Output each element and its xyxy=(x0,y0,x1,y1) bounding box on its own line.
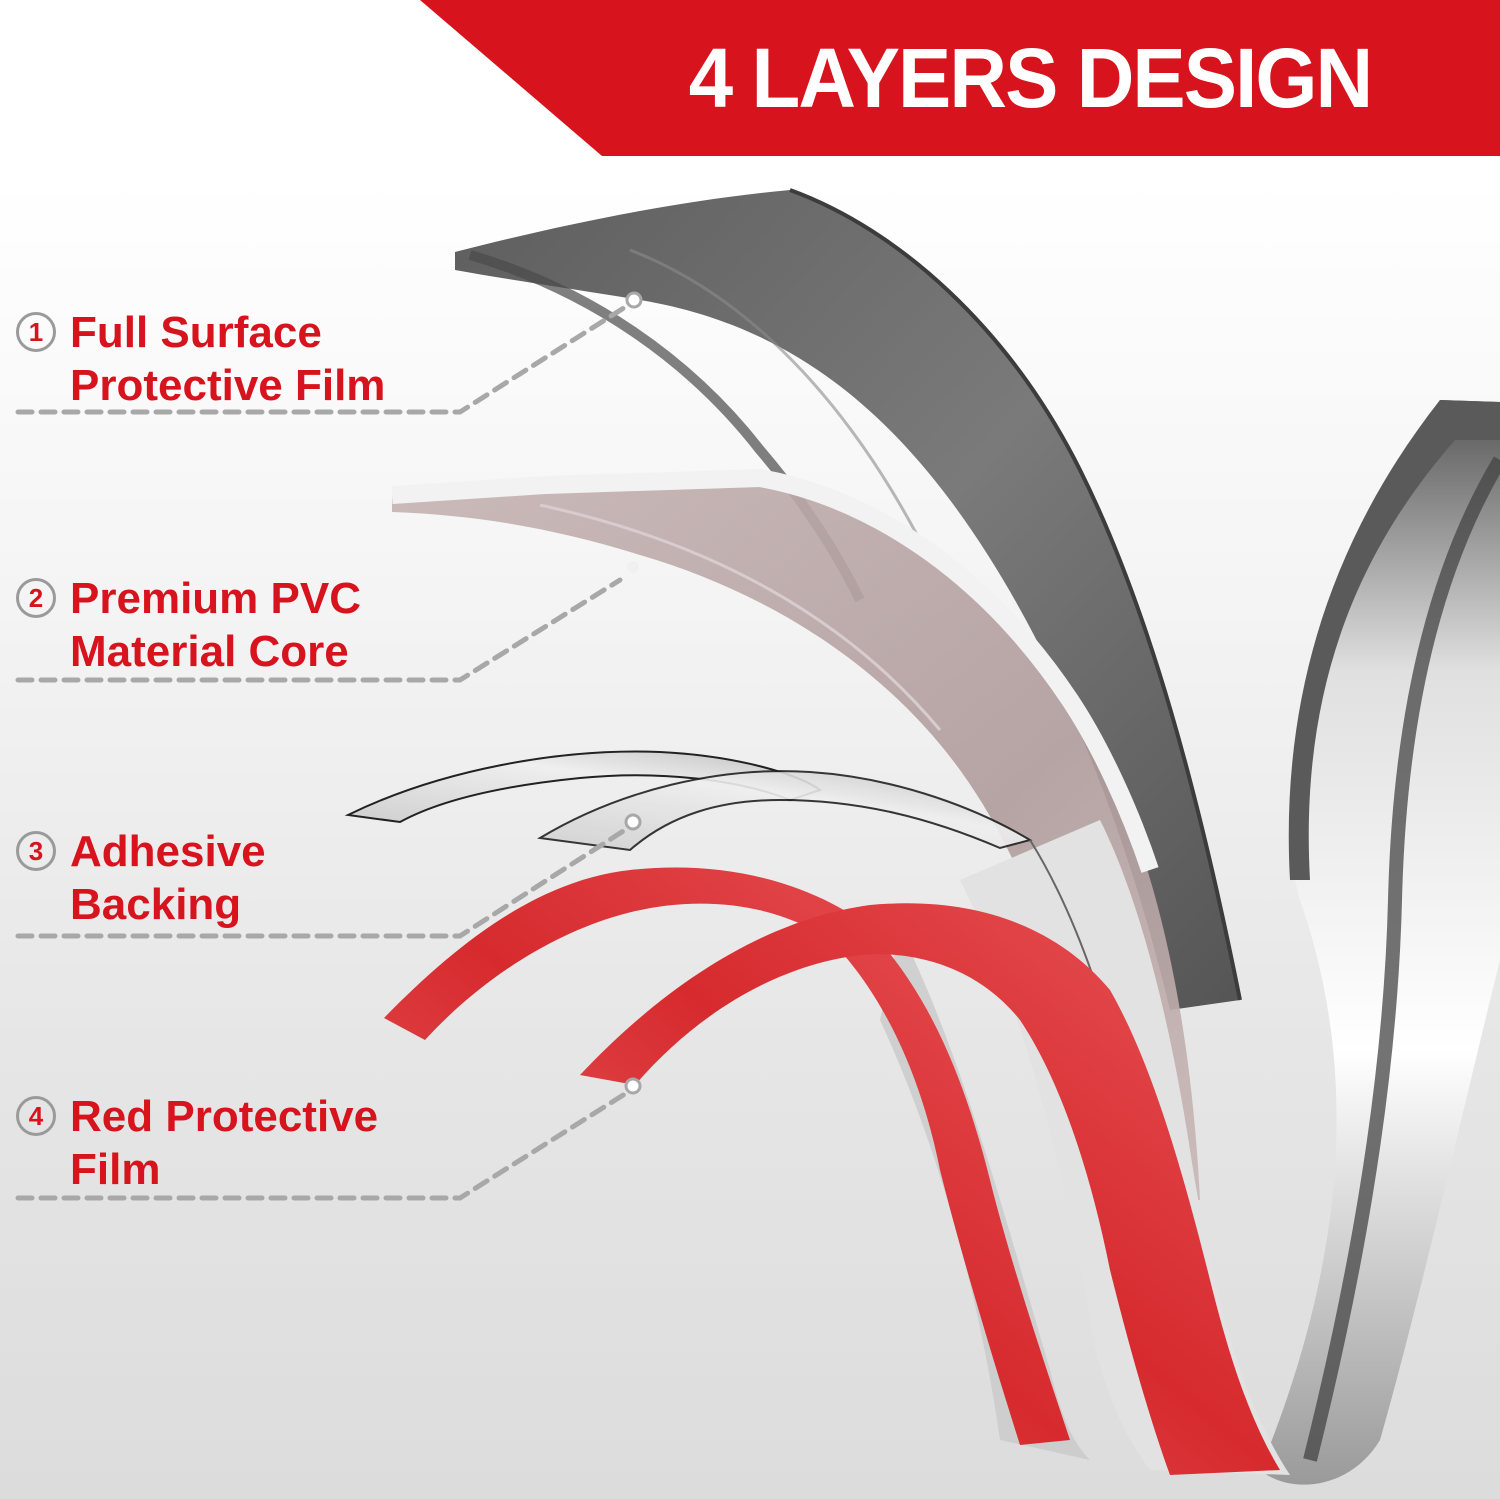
number-badge: 4 xyxy=(16,1096,56,1136)
callout-line-2 xyxy=(15,577,623,683)
callout-line-3 xyxy=(15,825,631,939)
number-badge: 1 xyxy=(16,312,56,352)
anchor-dot-4 xyxy=(624,1077,642,1095)
chrome-loop xyxy=(1260,400,1500,1485)
callout-anchors xyxy=(624,291,643,1095)
anchor-dot-1 xyxy=(625,291,643,309)
callout-leaders xyxy=(15,301,633,1201)
number-badge: 3 xyxy=(16,831,56,871)
callout-line-1 xyxy=(15,301,633,415)
banner-shape xyxy=(420,0,1500,156)
layer-title: Premium PVC Material Core xyxy=(70,574,361,676)
anchor-dot-2 xyxy=(627,561,639,573)
layer-2-pvc-graphic xyxy=(391,468,1200,1210)
layer-title: Adhesive Backing xyxy=(70,827,266,929)
page-title: 4 LAYERS DESIGN xyxy=(688,31,1373,125)
header-banner: 4 LAYERS DESIGN xyxy=(0,0,1500,156)
anchor-dot-3 xyxy=(624,813,642,831)
callout-line-4 xyxy=(15,1089,631,1201)
layer-title: Red Protective Film xyxy=(70,1092,379,1194)
layer-4-red-film-graphic xyxy=(384,867,1280,1475)
number-badge: 2 xyxy=(16,578,56,618)
layer-title: Full Surface Protective Film xyxy=(70,308,386,410)
